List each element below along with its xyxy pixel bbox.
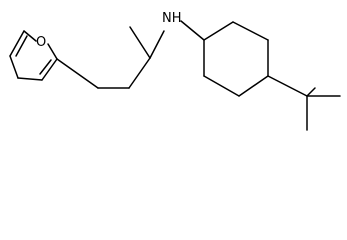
bond-ch-methyl — [129, 26, 151, 59]
bond-tbutyl-methyl-top — [306, 87, 316, 97]
oxygen-atom-label: O — [36, 35, 46, 50]
bond-ring-to-tbutyl — [267, 75, 308, 97]
bond-ring-1-2 — [203, 21, 234, 41]
bond-c1-c2 — [9, 55, 19, 79]
bond-c5-c4-double — [39, 59, 52, 75]
bond-c4-c1 — [17, 77, 43, 81]
nh-atom-label: NH — [162, 11, 182, 26]
bond-ch2b-ch — [128, 57, 151, 89]
bond-c5-c4 — [41, 58, 58, 81]
bond-c2-c3 — [9, 30, 25, 57]
molecule-structure-diagram: O NH — [9, 11, 341, 131]
bond-furan-ch2a — [56, 58, 99, 89]
bond-ring-2-3 — [232, 21, 269, 41]
bond-c3-o — [23, 30, 37, 42]
bond-ch-nh — [149, 30, 165, 59]
bond-o-c5 — [47, 43, 58, 60]
tert-butyl-group — [267, 75, 341, 131]
alkyl-chain — [56, 26, 165, 89]
bond-c2-c3-double — [15, 35, 28, 57]
furan-ring: O — [9, 30, 58, 81]
cyclohexane-ring — [203, 21, 269, 97]
bond-ring-4-5 — [238, 75, 269, 97]
bond-ring-5-6 — [203, 75, 240, 97]
bond-nh-cyclohexyl — [180, 20, 205, 41]
